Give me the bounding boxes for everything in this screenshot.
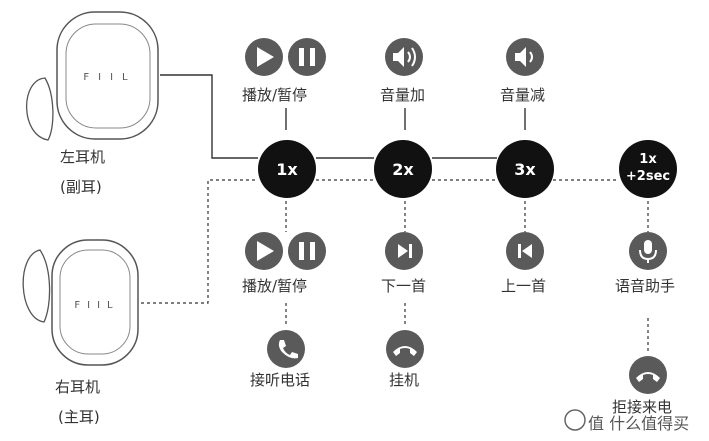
play-icon bbox=[245, 232, 283, 270]
microphone-icon bbox=[629, 232, 667, 270]
tap-node-2x: 2x bbox=[374, 140, 432, 198]
left-earbud-logo: FIIL bbox=[83, 72, 136, 83]
pause-icon bbox=[288, 38, 326, 76]
left-earbud-connector bbox=[160, 74, 526, 159]
right-earbud-logo: FIIL bbox=[74, 300, 119, 311]
right-earbud-connector bbox=[135, 179, 649, 352]
phone-answer-icon bbox=[267, 330, 305, 368]
right-action-label-next-track: 下一首 bbox=[381, 277, 427, 295]
right-earbud-subtitle: (主耳) bbox=[58, 408, 100, 426]
volume-down-icon bbox=[506, 38, 544, 76]
svg-text:1x: 1x bbox=[276, 160, 298, 179]
phone-hangup-icon bbox=[386, 330, 424, 368]
left-action-label-volume-up: 音量加 bbox=[380, 86, 426, 104]
left-action-label-play-pause: 播放/暂停 bbox=[242, 86, 308, 104]
call-label-hangup: 挂机 bbox=[389, 371, 420, 389]
call-label-reject: 拒接来电 bbox=[612, 398, 673, 416]
right-earbud-illustration: FIIL bbox=[22, 239, 139, 366]
right-action-label-previous-track: 上一首 bbox=[501, 277, 547, 295]
left-earbud-illustration: FIIL bbox=[26, 11, 159, 141]
tap-node-3x: 3x bbox=[496, 140, 554, 198]
tap-node-1x: 1x bbox=[258, 140, 316, 198]
left-action-label-volume-down: 音量减 bbox=[500, 86, 546, 104]
pause-icon bbox=[288, 232, 326, 270]
svg-text:+2sec: +2sec bbox=[626, 169, 670, 184]
next-track-icon bbox=[385, 232, 423, 270]
call-label-answer: 接听电话 bbox=[250, 371, 311, 389]
left-earbud-subtitle: (副耳) bbox=[60, 178, 102, 196]
svg-text:3x: 3x bbox=[514, 160, 536, 179]
right-action-label-voice-assistant: 语音助手 bbox=[615, 277, 676, 295]
phone-reject-icon bbox=[629, 356, 667, 394]
right-action-label-play-pause: 播放/暂停 bbox=[242, 277, 308, 295]
right-earbud-name: 右耳机 bbox=[55, 378, 101, 396]
watermark-logo-icon bbox=[564, 409, 586, 431]
watermark-text: 值 什么值得买 bbox=[588, 414, 690, 433]
svg-text:1x: 1x bbox=[639, 152, 657, 167]
svg-text:2x: 2x bbox=[392, 160, 414, 179]
previous-track-icon bbox=[506, 232, 544, 270]
volume-up-icon bbox=[385, 38, 423, 76]
left-earbud-name: 左耳机 bbox=[60, 148, 106, 166]
play-icon bbox=[245, 38, 283, 76]
tap-node-1x-hold: 1x +2sec bbox=[619, 140, 677, 198]
